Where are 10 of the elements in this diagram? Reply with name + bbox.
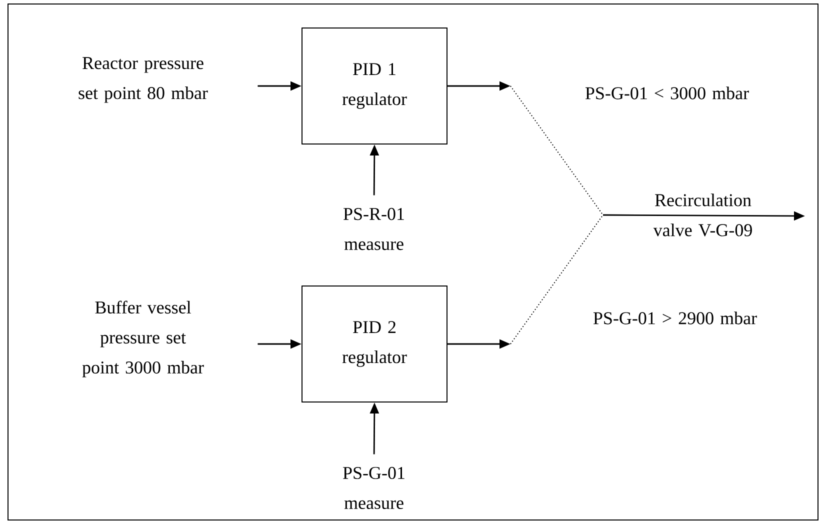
arrow (448, 81, 604, 216)
caption-text: Buffer vessel pressure set point 3000 mbar (82, 300, 204, 378)
regulator-box: PID 2 regulator (302, 286, 448, 402)
condition-text: PS-G-01 > 2900 mbar (593, 312, 757, 324)
caption-text: Reactor pressure set point 80 mbar (78, 57, 208, 103)
condition-text: PS-G-01 < 3000 mbar (585, 86, 749, 100)
regulator-box: PID 1 regulator (302, 28, 448, 144)
valve-label: Recirculation valve V-G-09 (653, 194, 752, 236)
caption-text: PS-R-01 measure (344, 208, 404, 250)
caption-text: PS-G-01 measure (343, 466, 404, 510)
